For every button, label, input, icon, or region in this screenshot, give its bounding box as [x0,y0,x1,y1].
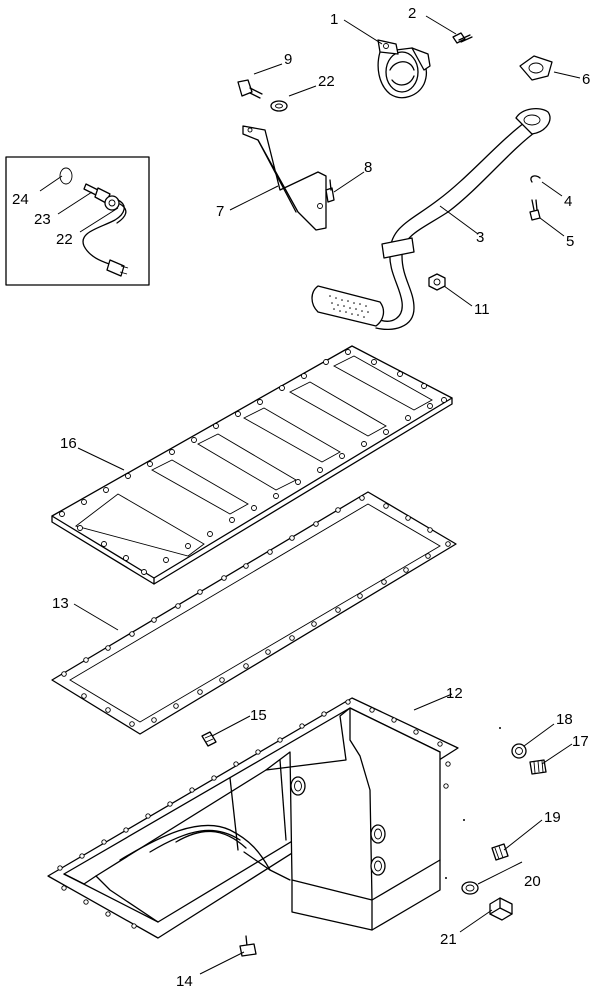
plug-part-17 [529,759,547,775]
callout-9: 9 [284,51,292,68]
plug-part-15 [201,731,217,747]
callout-20: 20 [524,873,541,890]
callout-6: 6 [582,71,590,88]
bolt-part-5 [529,199,541,221]
callout-12: 12 [446,685,463,702]
pickup-tube-part-3 [311,107,551,331]
plug-part-19 [491,843,509,861]
callout-8: 8 [364,159,372,176]
callout-22-harness: 22 [56,231,73,248]
washer-part-22 [270,100,288,112]
pan-gasket-part-13 [51,491,457,735]
callout-17: 17 [572,733,589,750]
bracket-part-7 [242,125,327,231]
bolt-part-14 [239,935,257,957]
gasket-bolt-holes [61,495,451,727]
washer-part-20 [461,881,479,895]
callout-19: 19 [544,809,561,826]
harness-part-22 [82,199,129,277]
ring-part-4 [530,175,541,183]
callout-7: 7 [216,203,224,220]
callout-22-washer: 22 [318,73,335,90]
bolt-part-2 [452,32,473,44]
callout-11: 11 [474,301,490,318]
drain-plug-part-21 [489,897,513,921]
oil-pump-part-1 [377,39,431,99]
plate-bolt-holes [59,349,447,575]
leader-lines [39,15,581,975]
callout-1: 1 [330,11,338,28]
callout-21: 21 [440,931,457,948]
callout-2: 2 [408,5,416,22]
callout-4: 4 [564,193,572,210]
pan-flange-bolt-holes [57,699,451,929]
callout-5: 5 [566,233,574,250]
stiffener-plate-part-16 [51,345,453,585]
bolt-part-8 [325,179,335,203]
gasket-part-6 [519,55,553,81]
callout-14: 14 [176,973,193,990]
sensor-inset-box [5,156,150,286]
callout-24: 24 [12,191,29,208]
callout-labels: 1 2 3 4 5 6 7 8 9 11 12 13 14 15 16 17 1… [12,5,590,990]
nut-part-11 [428,273,446,291]
callout-13: 13 [52,595,69,612]
bolt-part-9 [237,79,263,99]
callout-3: 3 [476,229,484,246]
callout-16: 16 [60,435,77,452]
washer-part-18 [511,743,527,759]
sensor-part-23 [83,183,120,211]
callout-23: 23 [34,211,51,228]
callout-18: 18 [556,711,573,728]
o-ring-part-24 [59,167,73,185]
oil-pan-part-12 [47,697,459,939]
callout-15: 15 [250,707,267,724]
